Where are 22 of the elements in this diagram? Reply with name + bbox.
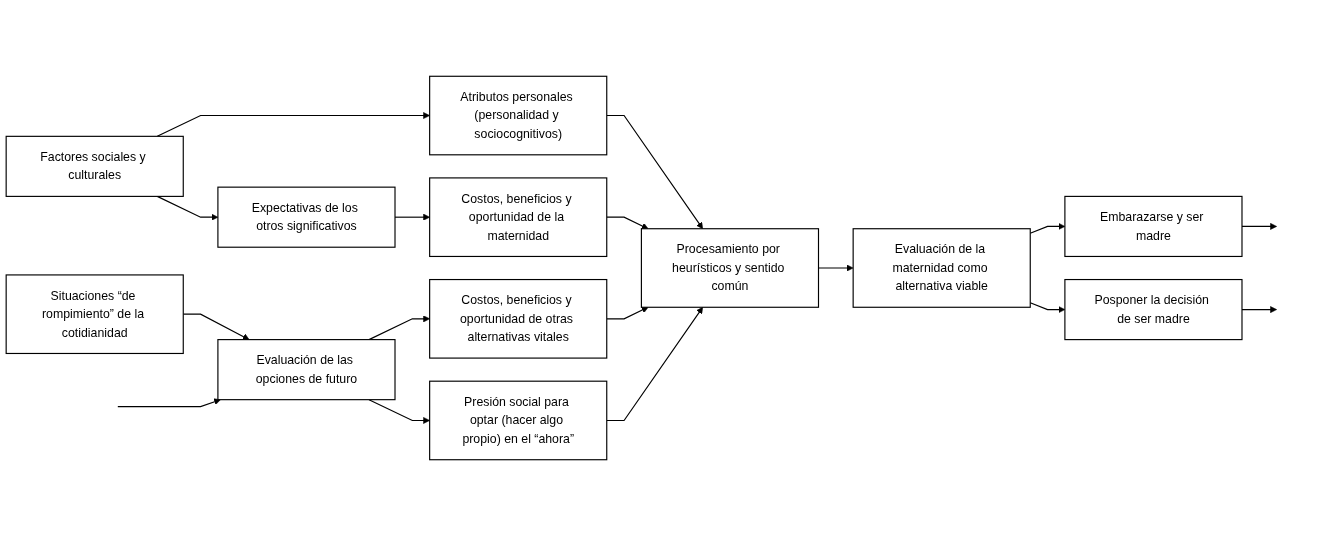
node-box: Expectativas de los otros significativos bbox=[217, 186, 396, 248]
node-box: Costos, beneficios y oportunidad de otras alternativas vitales bbox=[429, 278, 608, 359]
arrow bbox=[368, 315, 430, 341]
arrow bbox=[1241, 306, 1277, 313]
node-box: Atributos personales (personalidad y sociocognitivos) bbox=[429, 75, 608, 156]
arrow bbox=[1241, 223, 1277, 230]
node-box: Costos, beneficios y oportunidad de la maternidad bbox=[429, 177, 608, 258]
arrow bbox=[606, 306, 703, 422]
node-box: Situaciones “de rompimiento” de la cotidianidad bbox=[5, 274, 184, 355]
node-box: Evaluación de las opciones de futuro bbox=[217, 339, 396, 401]
node-box: Presión social para optar (hacer algo propio) en el “ahora” bbox=[429, 380, 608, 461]
arrow bbox=[606, 216, 649, 230]
node-box: Evaluación de la maternidad como alternativa viable bbox=[852, 228, 1031, 308]
arrow bbox=[606, 306, 649, 320]
arrow bbox=[368, 399, 430, 424]
arrow bbox=[117, 398, 221, 408]
node-box: Posponer la decisión de ser madre bbox=[1064, 278, 1243, 341]
node-box: Procesamiento por heurísticos y sentido común bbox=[640, 228, 820, 308]
node-box: Embarazarse y ser madre bbox=[1064, 195, 1243, 258]
arrow bbox=[156, 112, 430, 137]
arrow bbox=[606, 114, 703, 230]
node-box: Factores sociales y culturales bbox=[5, 135, 184, 197]
